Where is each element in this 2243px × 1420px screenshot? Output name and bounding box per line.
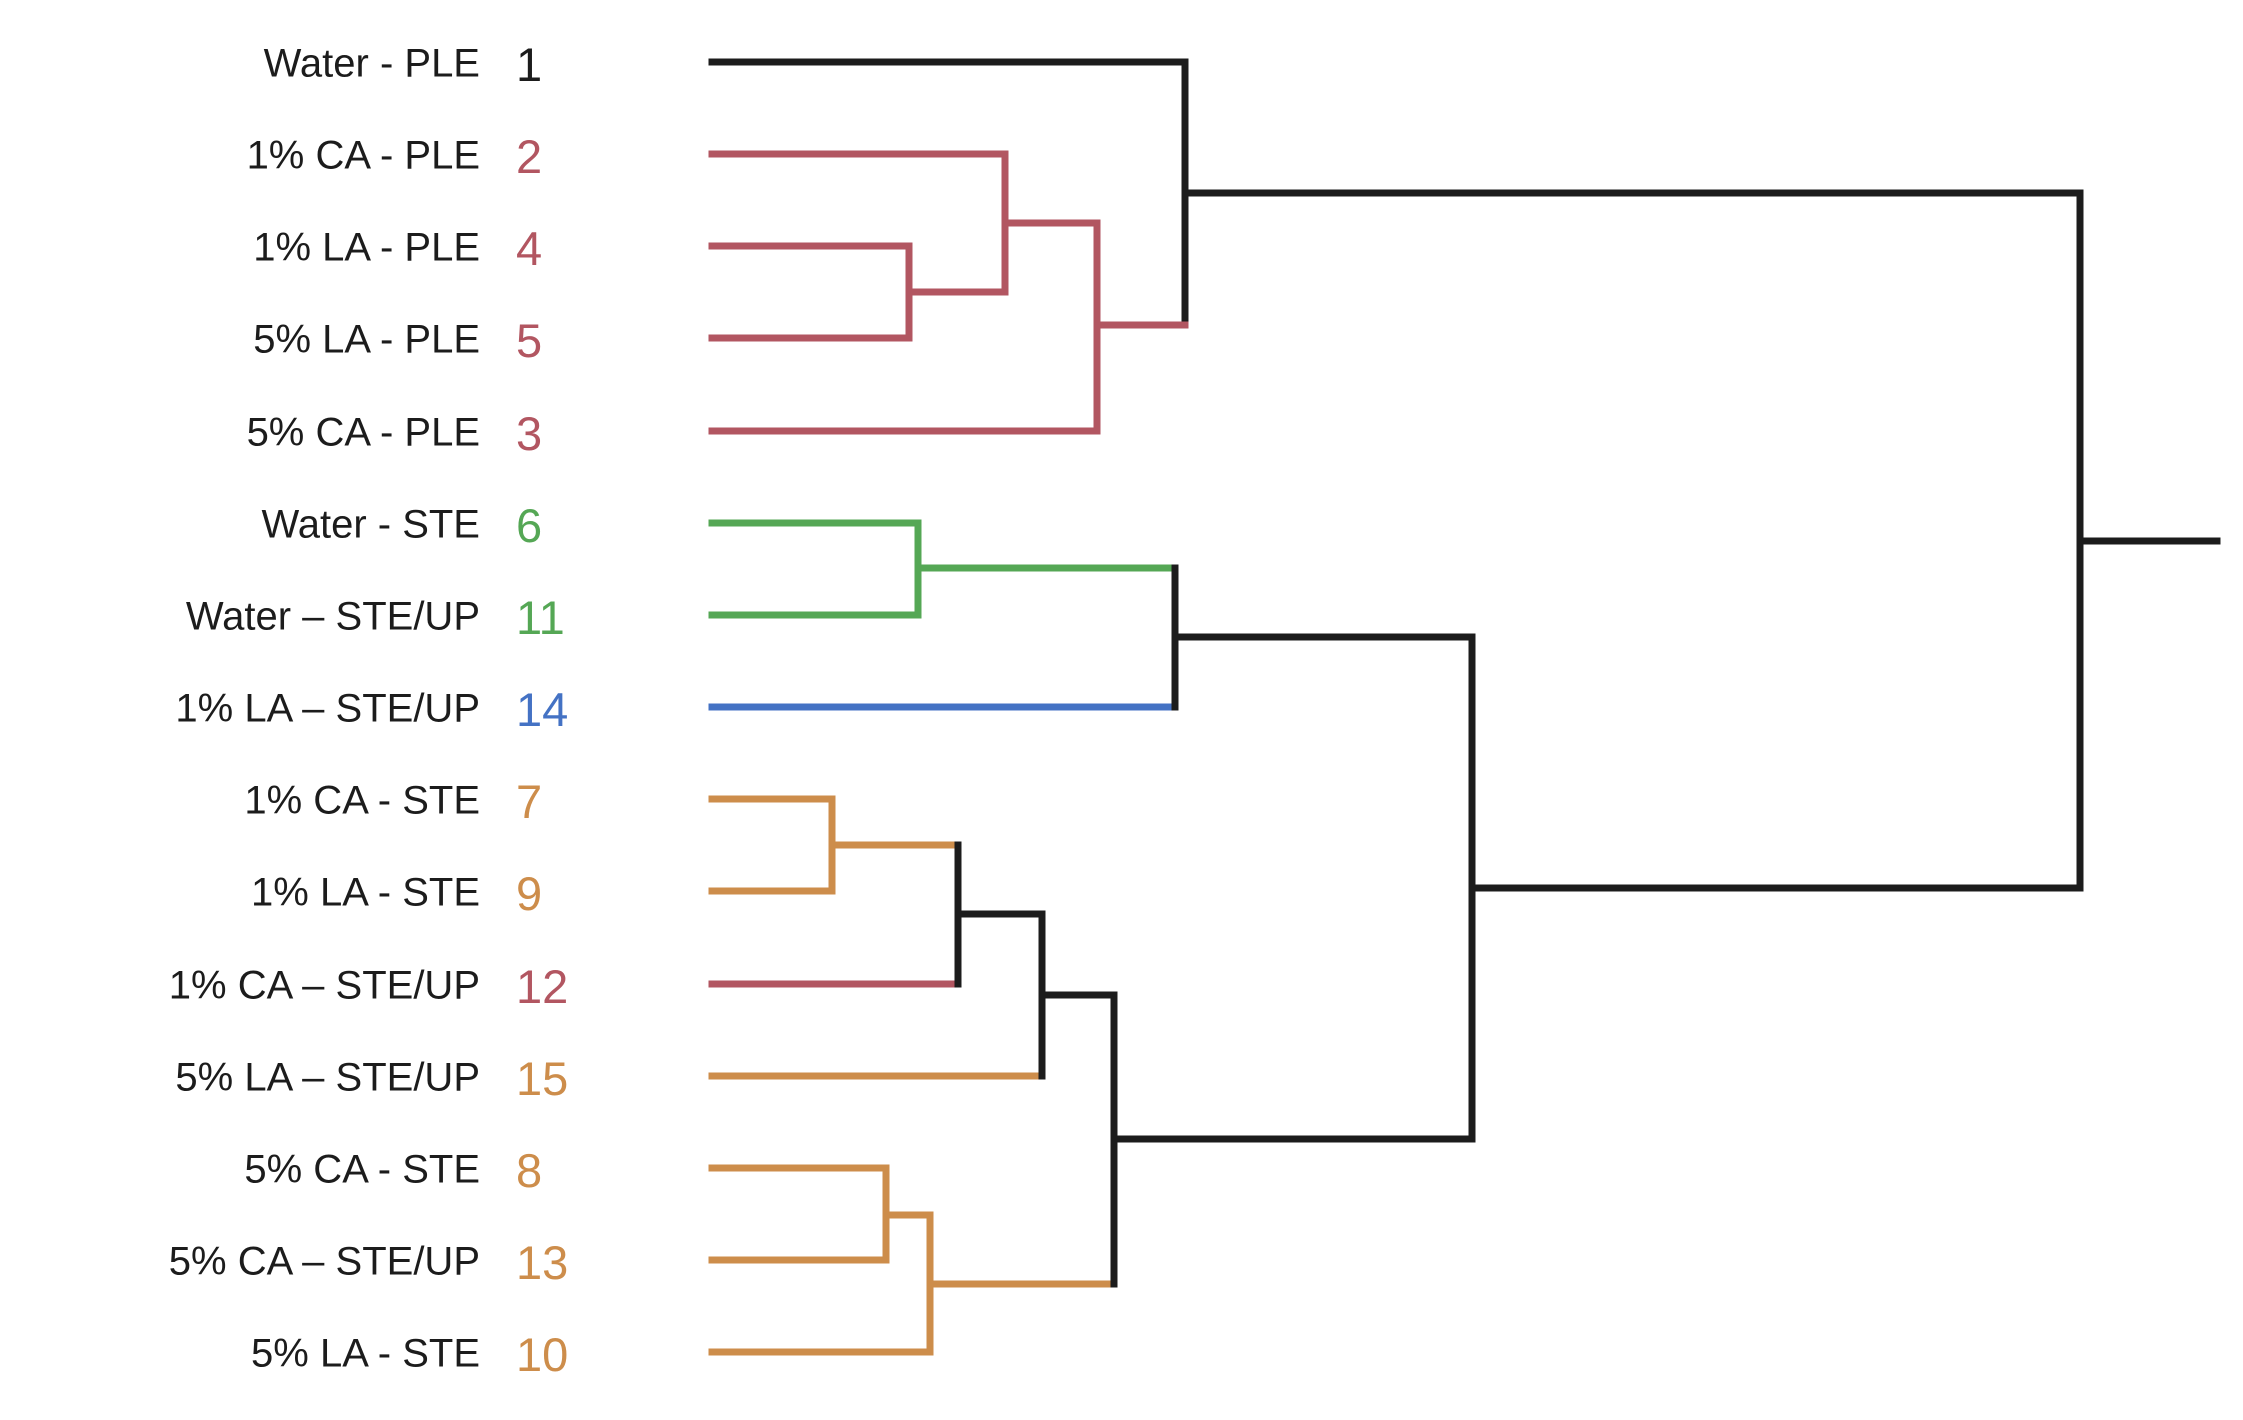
leaf-label: 5% LA - STE bbox=[251, 1331, 480, 1375]
leaf-label: 1% CA - PLE bbox=[247, 133, 480, 177]
leaf-label: 5% CA - PLE bbox=[247, 410, 480, 454]
leaf-id: 3 bbox=[516, 407, 542, 460]
leaf-label: 1% CA – STE/UP bbox=[169, 963, 480, 1007]
leaf-id: 2 bbox=[516, 130, 542, 183]
leaf-id: 8 bbox=[516, 1144, 542, 1197]
leaf-id: 4 bbox=[516, 222, 542, 275]
leaf-label: 5% CA - STE bbox=[244, 1147, 480, 1191]
leaf-id: 12 bbox=[516, 960, 568, 1013]
leaf-id: 6 bbox=[516, 499, 542, 552]
leaf-label: 1% CA - STE bbox=[244, 778, 480, 822]
leaf-id: 10 bbox=[516, 1328, 568, 1381]
leaf-id: 11 bbox=[516, 591, 565, 644]
leaf-label: 5% CA – STE/UP bbox=[169, 1239, 480, 1283]
leaf-label: 1% LA - STE bbox=[251, 870, 480, 914]
leaf-label: 5% LA – STE/UP bbox=[175, 1055, 480, 1099]
leaf-label: 1% LA – STE/UP bbox=[175, 686, 480, 730]
leaf-label: 5% LA - PLE bbox=[253, 317, 480, 361]
leaf-id: 14 bbox=[516, 683, 568, 736]
leaf-id: 13 bbox=[516, 1236, 568, 1289]
leaf-label: Water - STE bbox=[261, 502, 480, 546]
leaf-id: 5 bbox=[516, 314, 542, 367]
leaf-label: Water – STE/UP bbox=[186, 594, 480, 638]
leaf-label: 1% LA - PLE bbox=[253, 225, 480, 269]
leaf-id: 15 bbox=[516, 1052, 568, 1105]
dendrogram-leaf-labels: Water - PLE 1% CA - PLE 1% LA - PLE 5% LA -… bbox=[169, 41, 480, 1375]
leaf-label: Water - PLE bbox=[264, 41, 480, 85]
leaf-id: 1 bbox=[516, 38, 542, 91]
dendrogram-links bbox=[708, 58, 2221, 1356]
leaf-id: 9 bbox=[516, 867, 542, 920]
leaf-id: 7 bbox=[516, 775, 542, 828]
